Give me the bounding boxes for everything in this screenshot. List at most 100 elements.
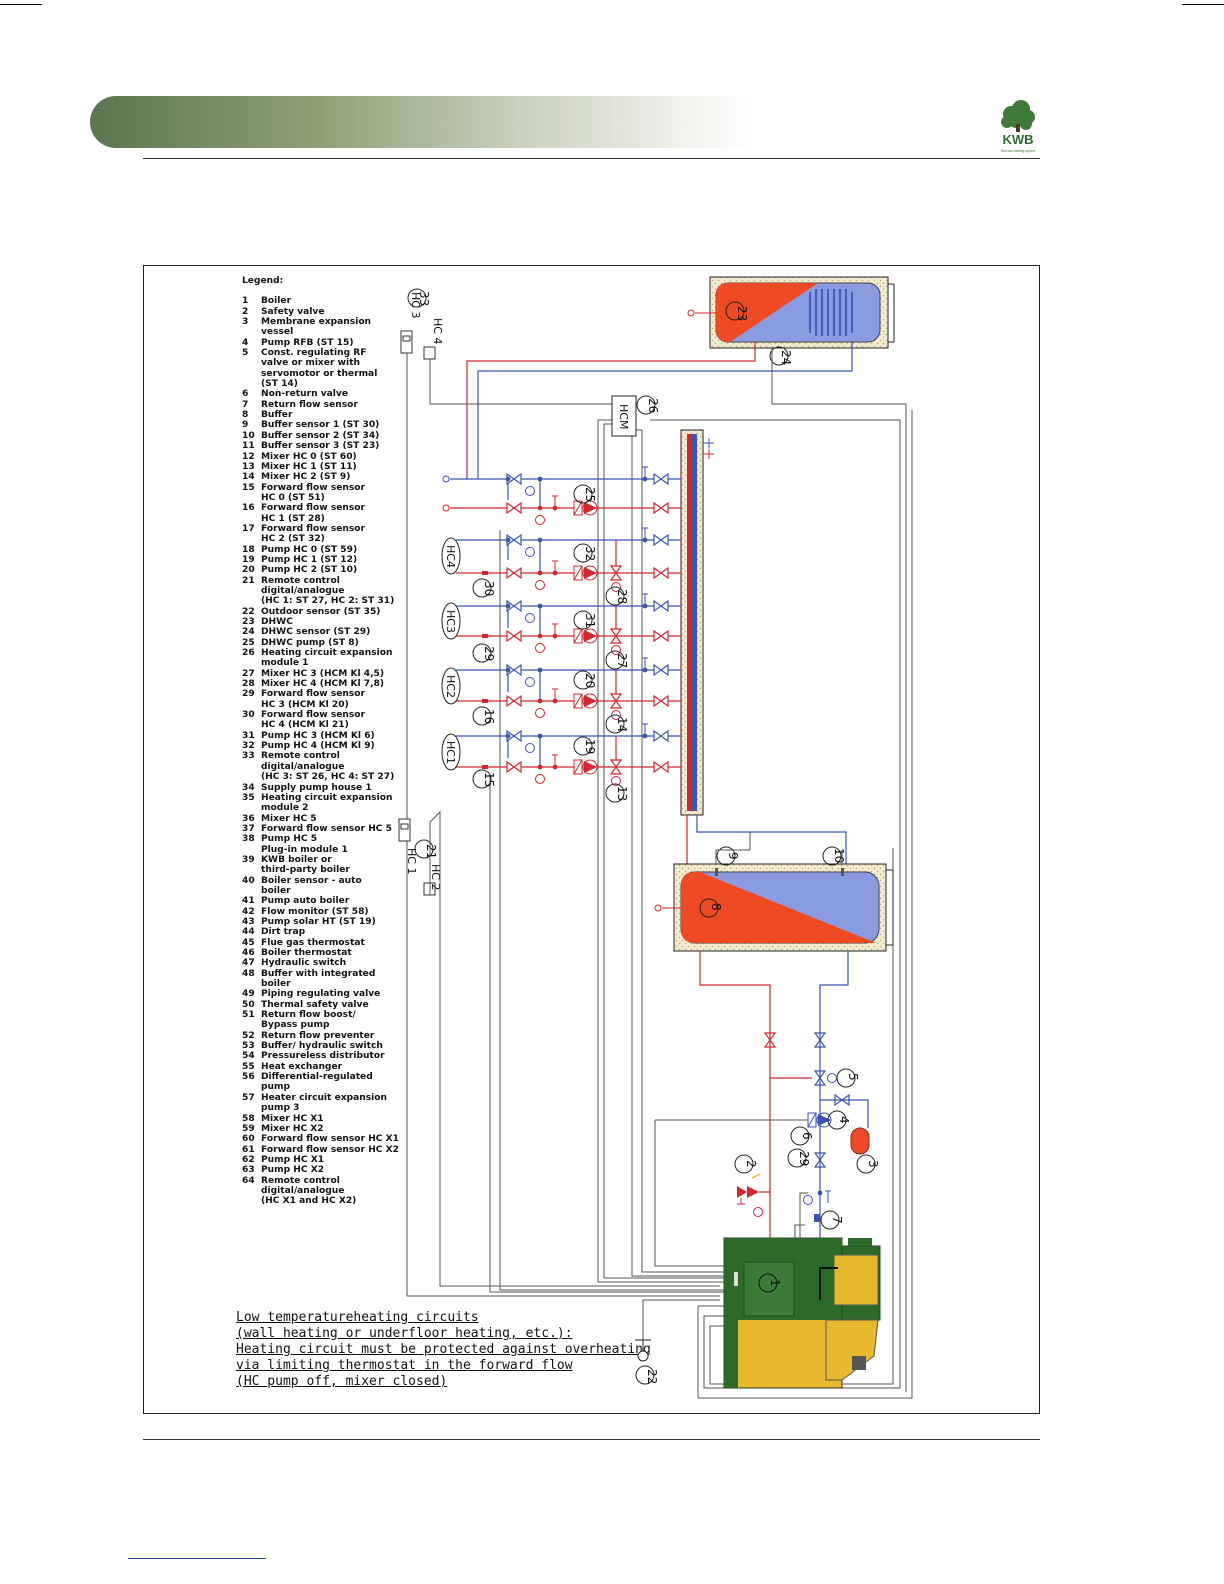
ball-valve	[653, 729, 669, 743]
mixer-actuator	[611, 645, 621, 655]
legend-item-number: 25	[242, 637, 255, 648]
legend-item-text: Mixer HC X1	[261, 1113, 324, 1124]
legend-item-number: 23	[242, 617, 255, 627]
air-vent	[642, 593, 648, 606]
legend-item-number: 5	[242, 348, 249, 359]
legend-item-number: 19	[242, 554, 255, 565]
forward-flow-sensor	[482, 634, 488, 638]
temperature-sensor	[525, 743, 535, 753]
legend-item-text: Buffer sensor 3 (ST 23)	[261, 441, 380, 452]
ball-valve	[653, 566, 669, 580]
mixer-valve	[609, 628, 623, 644]
legend-item-number: 62	[242, 1154, 255, 1165]
header-rule	[143, 158, 1040, 159]
legend-item-text: Remote control digital/analogue (HC X1 a…	[261, 1175, 357, 1207]
legend-item-text: Flue gas thermostat	[261, 937, 365, 948]
legend-item-text: Mixer HC X2	[261, 1123, 324, 1134]
hcm-module: HCM 26	[611, 395, 660, 437]
legend-item-text: Pump solar HT (ST 19)	[261, 916, 376, 927]
label-hc1: HC 1	[405, 848, 418, 874]
legend-item-text: Buffer/ hydraulic switch	[261, 1041, 383, 1052]
legend-title: Legend:	[242, 276, 284, 286]
note-line: (wall heating or underfloor heating, etc…	[236, 1326, 573, 1341]
legend-item-number: 15	[242, 482, 255, 493]
legend-item-number: 43	[242, 916, 255, 927]
temperature-sensor	[535, 708, 545, 718]
ball-valve	[653, 472, 669, 486]
legend-item-text: Heat exchanger	[261, 1061, 343, 1072]
ball-valve	[653, 629, 669, 643]
legend-item-text: Hydraulic switch	[261, 958, 347, 969]
legend-item-number: 57	[242, 1092, 255, 1103]
legend-item-number: 20	[242, 565, 255, 576]
legend-item-text: Pump HC 0 (ST 59)	[261, 544, 358, 555]
note-line: (HC pump off, mixer closed)	[236, 1374, 448, 1389]
legend-item: 18 Pump HC 0 (ST 59)	[242, 545, 411, 555]
legend-item-number: 2	[242, 306, 249, 317]
buffer-tank: 8 9 10	[654, 832, 894, 952]
label-19: 19	[583, 739, 597, 754]
legend-item-text: Forward flow sensor HC 0 (ST 51)	[261, 482, 366, 503]
legend-item: 57 Heater circuit expansion pump 3	[242, 1093, 411, 1114]
label-8: 8	[709, 903, 723, 911]
legend-item-number: 41	[242, 896, 255, 907]
label-21: 21	[424, 844, 438, 859]
air-vent	[552, 560, 558, 573]
label-29: 29	[482, 646, 496, 661]
junction-dot	[505, 733, 511, 739]
legend-item-text: Forward flow sensor HC 2 (ST 32)	[261, 523, 366, 545]
legend-item-number: 35	[242, 792, 255, 803]
mixer-actuator	[611, 776, 621, 786]
legend-item-number: 10	[242, 430, 255, 441]
note-line: Low temperatureheating circuits	[236, 1310, 479, 1325]
label-1: 1	[768, 1279, 782, 1287]
legend-item-text: Heater circuit expansion pump 3	[261, 1092, 387, 1114]
label-5: 5	[846, 1073, 860, 1081]
footer-rule	[143, 1439, 1040, 1440]
temperature-sensor	[535, 515, 545, 525]
legend-item-number: 18	[242, 544, 255, 555]
legend-item-text: Pump HC 5 Plug-in module 1	[261, 834, 348, 855]
label-circuit-hc2: HC2	[444, 675, 457, 698]
mixer-valve	[609, 693, 623, 709]
junction-dot	[505, 667, 511, 673]
label-26: 26	[646, 398, 660, 413]
ball-valve	[653, 599, 669, 613]
legend-item-number: 3	[242, 317, 249, 328]
logo-text: KWB	[1002, 132, 1033, 147]
legend-item-number: 58	[242, 1113, 255, 1124]
legend-item-number: 51	[242, 1010, 255, 1021]
legend-item-number: 8	[242, 410, 249, 421]
label-hc3: HC 3	[409, 292, 422, 318]
legend-item-text: Heating circuit expansion module 1	[261, 648, 393, 669]
label-29b: 29	[797, 1151, 811, 1166]
legend-item-text: Non-return valve	[261, 389, 348, 400]
legend-item-number: 39	[242, 854, 255, 865]
junction-dot	[537, 698, 543, 704]
label-23: 23	[735, 306, 749, 321]
legend-item-number: 42	[242, 906, 255, 917]
return-flow-sensor	[803, 1195, 813, 1205]
circulation-pump	[573, 628, 598, 644]
label-9: 9	[726, 852, 740, 860]
